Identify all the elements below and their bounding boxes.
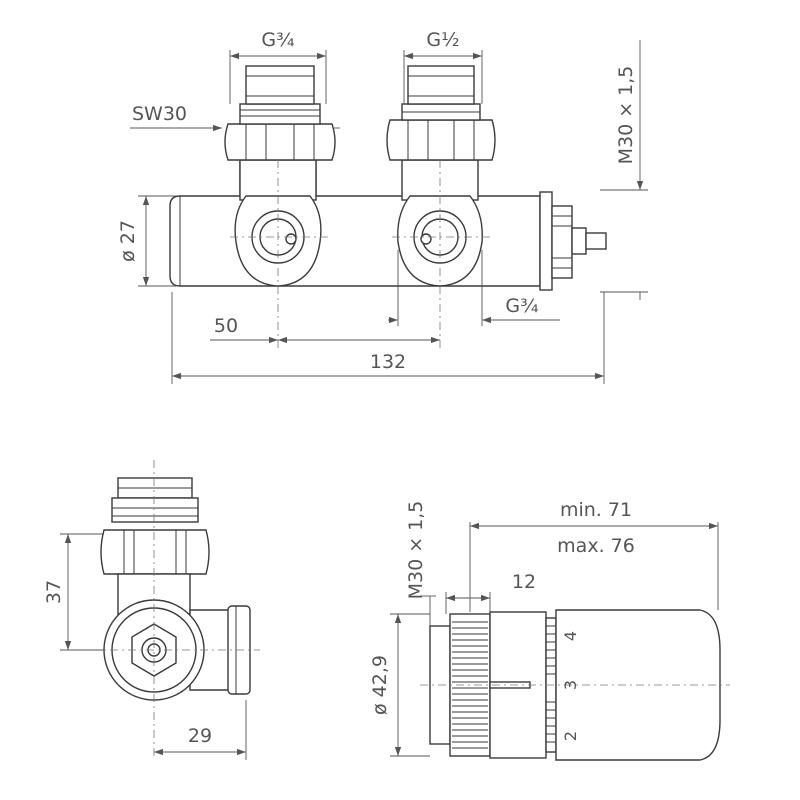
dia27-label: ø 27 [117,220,139,262]
m30-right-label: M30 × 1,5 [615,66,637,165]
g12-top-label: G½ [426,29,459,51]
dia429-label: ø 42,9 [369,655,391,715]
g34-bottom-label: G¾ [505,295,538,317]
front-view: G¾ G½ SW30 M30 × 1,5 ø 27 50 G¾ [117,29,648,384]
scale-ticks [546,625,556,743]
grip-ribs [452,621,488,749]
dim29-label: 29 [188,725,212,747]
thermostat-thread-side [539,191,607,291]
g34-top-label: G¾ [261,29,294,51]
valve-body [169,195,541,287]
dim12-label: 12 [512,571,536,593]
max76-label: max. 76 [557,535,635,557]
scale-3-label: 3 [561,680,580,690]
dim132-label: 132 [370,351,406,373]
scale-2-label: 2 [561,731,580,741]
side-view: 37 29 [43,460,260,760]
min71-label: min. 71 [560,499,632,521]
sw30-label: SW30 [132,103,187,125]
dim50-label: 50 [214,315,238,337]
dim37-label: 37 [43,580,65,604]
thermostat-head-view: 4 3 2 M30 × 1,5 min. 71 max. 76 12 ø 42,… [369,499,730,761]
m30-head-label: M30 × 1,5 [405,501,427,600]
scale-4-label: 4 [561,631,580,641]
right-connection [386,65,496,287]
